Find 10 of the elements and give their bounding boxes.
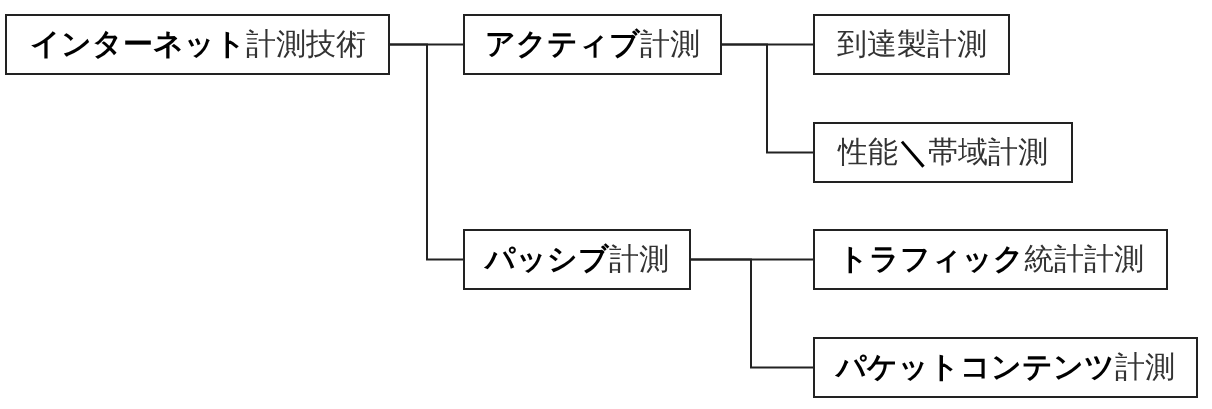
category-box: 性能＼帯域計測 (813, 122, 1073, 183)
category-box: トラフィック統計計測 (813, 229, 1168, 290)
connector-line (690, 258, 814, 369)
category-box: 到達製計測 (813, 14, 1010, 75)
root-box: インターネット計測技術 (5, 14, 390, 75)
category-box: パケットコンテンツ計測 (813, 337, 1198, 398)
connector-line (721, 43, 814, 154)
category-box: アクティブ計測 (463, 14, 722, 75)
category-box: パッシブ計測 (463, 229, 691, 290)
connector-line (389, 43, 464, 261)
